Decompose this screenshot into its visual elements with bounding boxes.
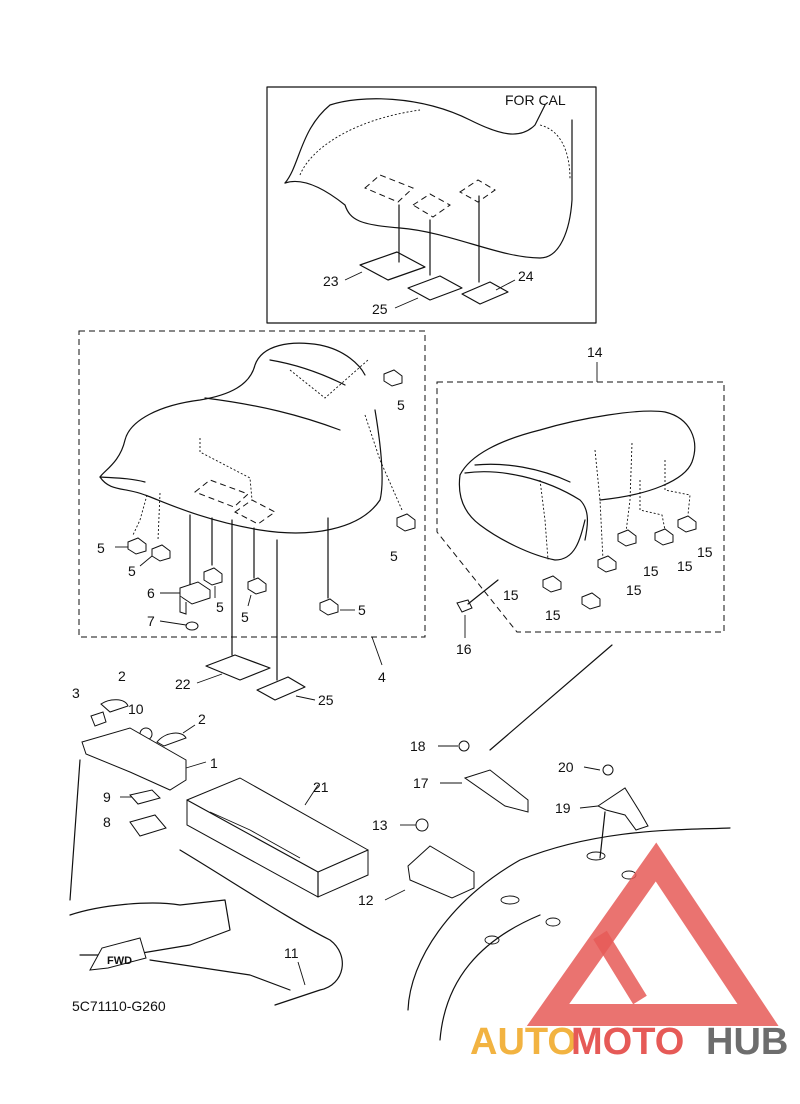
watermark-text-moto: MOTO <box>571 1021 684 1063</box>
callout-5-d: 5 <box>128 563 136 579</box>
watermark-logo: AUTO MOTO HUB <box>470 842 788 1063</box>
callout-11: 11 <box>284 945 299 961</box>
grommet <box>151 544 171 562</box>
callout-6: 6 <box>147 585 155 601</box>
callout-14: 14 <box>587 344 603 360</box>
tool-tray: 21 <box>186 777 369 898</box>
callout-3: 3 <box>72 685 80 701</box>
fwd-label: FWD <box>107 955 132 967</box>
callout-12: 12 <box>358 892 374 908</box>
watermark-text-hub: HUB <box>706 1021 788 1063</box>
callout-1: 1 <box>210 755 218 771</box>
callout-5-e: 5 <box>216 599 224 615</box>
seat-lock-parts: 2 2 3 10 1 9 8 11 <box>69 668 343 1006</box>
callout-21: 21 <box>313 779 329 795</box>
callout-25-inset: 25 <box>372 301 388 317</box>
callout-25: 25 <box>318 692 334 708</box>
drawing-code: 5C71110-G260 <box>72 998 166 1014</box>
callout-5-b: 5 <box>390 548 398 564</box>
callout-15-c: 15 <box>677 558 693 574</box>
callout-15-e: 15 <box>503 587 519 603</box>
inset-title: FOR CAL <box>505 92 566 108</box>
callout-15-a: 15 <box>697 544 713 560</box>
grommet <box>127 537 147 555</box>
grommet <box>247 577 267 595</box>
callout-17: 17 <box>413 775 429 791</box>
grommet <box>203 567 223 586</box>
callout-15-d: 15 <box>626 582 642 598</box>
watermark-text-auto: AUTO <box>470 1021 577 1063</box>
callout-15-b: 15 <box>643 563 659 579</box>
fwd-arrow: FWD <box>89 937 147 971</box>
callout-20: 20 <box>558 759 574 775</box>
callout-19: 19 <box>555 800 571 816</box>
grommet <box>383 369 403 387</box>
callout-7: 7 <box>147 613 155 629</box>
grommet <box>319 598 339 616</box>
grommet <box>396 513 416 532</box>
passenger-seat-group: 14 15 15 15 15 15 15 16 <box>436 344 725 751</box>
inset-for-cal: FOR CAL 23 25 24 <box>266 86 597 324</box>
hinge-parts: 18 17 20 19 13 12 <box>358 738 731 1041</box>
callout-5-f: 5 <box>241 609 249 625</box>
callout-22: 22 <box>175 676 191 692</box>
callout-4: 4 <box>378 669 386 685</box>
callout-9: 9 <box>103 789 111 805</box>
callout-16: 16 <box>456 641 472 657</box>
callout-10: 10 <box>128 701 144 717</box>
callout-2-a: 2 <box>118 668 126 684</box>
callout-15-f: 15 <box>545 607 561 623</box>
callout-23: 23 <box>323 273 339 289</box>
callout-5-a: 5 <box>397 397 405 413</box>
callout-5-g: 5 <box>358 602 366 618</box>
callout-2-b: 2 <box>198 711 206 727</box>
callout-13: 13 <box>372 817 388 833</box>
rider-seat-group: 5 5 5 5 5 5 5 6 7 4 22 25 <box>78 330 426 708</box>
callout-24: 24 <box>518 268 534 284</box>
callout-18: 18 <box>410 738 426 754</box>
callout-5-c: 5 <box>97 540 105 556</box>
callout-8: 8 <box>103 814 111 830</box>
